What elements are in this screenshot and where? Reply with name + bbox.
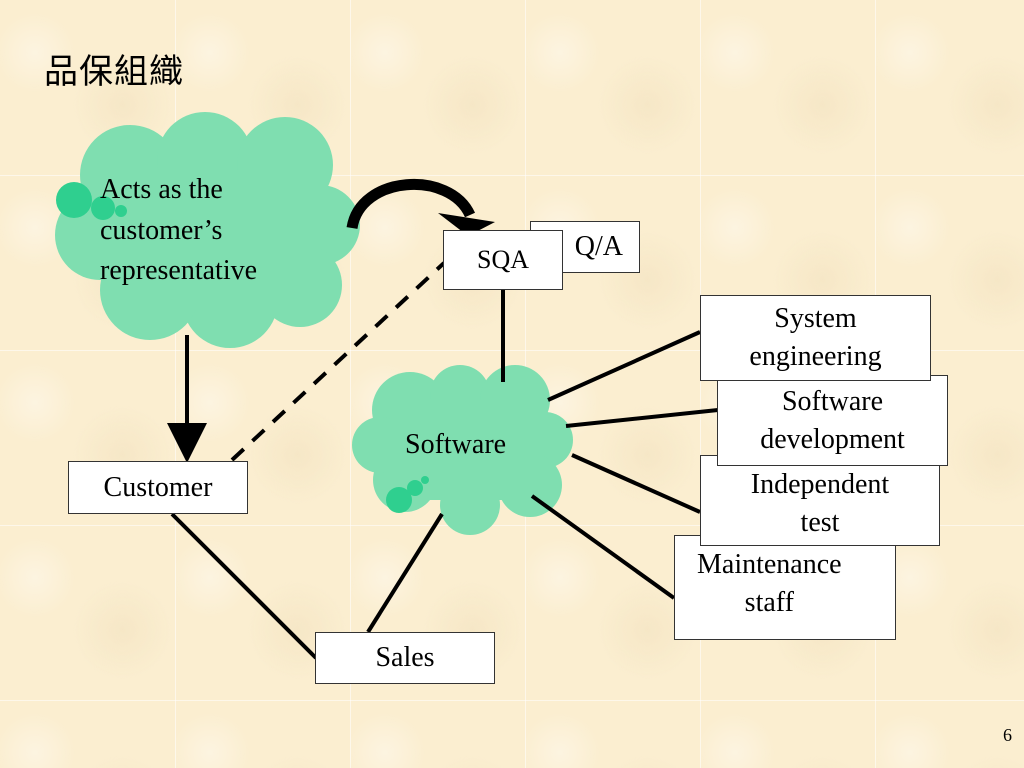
background-seam xyxy=(175,0,176,768)
cloud-text-line: Acts as the xyxy=(100,174,223,205)
line-customer-sales xyxy=(170,512,318,660)
system-engineering-label-line: engineering xyxy=(749,340,882,372)
customer-label: Customer xyxy=(103,471,213,503)
line-software-system-engineering xyxy=(547,330,701,402)
cloud-text-line: customer’s xyxy=(100,214,223,246)
page-number: 6 xyxy=(1003,725,1012,745)
qa-label: Q/A xyxy=(574,231,623,263)
cloud-text-line: representative xyxy=(100,255,258,287)
slide-title: 品保組織 xyxy=(44,52,184,92)
software-label: Software xyxy=(405,429,507,460)
software-cloud-bubbles-icon xyxy=(386,476,429,513)
system-engineering-box: System engineering xyxy=(700,295,931,381)
line-software-independent-test xyxy=(571,453,701,514)
maintenance-label-line: Maintenance xyxy=(697,549,842,580)
background-seam xyxy=(0,350,1024,351)
background-seam xyxy=(700,0,701,768)
software-development-label-line: Software xyxy=(781,385,884,417)
background-seam xyxy=(0,525,1024,526)
maintenance-label-line: staff xyxy=(744,586,794,618)
background-seam xyxy=(0,700,1024,701)
cloud-software xyxy=(352,365,573,535)
line-software-maintenance xyxy=(530,494,676,600)
cloud-bubbles-icon xyxy=(56,182,127,220)
sales-label: Sales xyxy=(375,642,435,674)
sqa-label: SQA xyxy=(476,245,529,275)
sqa-box: SQA xyxy=(443,230,563,290)
software-development-box: Software development xyxy=(717,375,948,466)
line-software-development xyxy=(565,408,719,428)
system-engineering-label-line: System xyxy=(774,303,857,334)
background-seam xyxy=(0,175,1024,176)
customer-representative-label: Acts as the customer’s representative xyxy=(100,170,257,292)
line-sales-software xyxy=(366,512,444,634)
customer-box: Customer xyxy=(68,461,248,514)
maintenance-staff-box: Maintenance staff xyxy=(674,535,896,640)
software-development-label-line: development xyxy=(760,423,905,455)
background-seam xyxy=(350,0,351,768)
independent-test-label-line: test xyxy=(800,506,840,538)
curved-arrow-to-sqa xyxy=(346,179,495,236)
cloud-customer-representative xyxy=(55,112,360,348)
sales-box: Sales xyxy=(315,632,495,684)
independent-test-box: Independent test xyxy=(700,455,940,546)
independent-test-label-line: Independent xyxy=(750,469,890,500)
dashed-line-customer-sqa xyxy=(230,261,446,462)
